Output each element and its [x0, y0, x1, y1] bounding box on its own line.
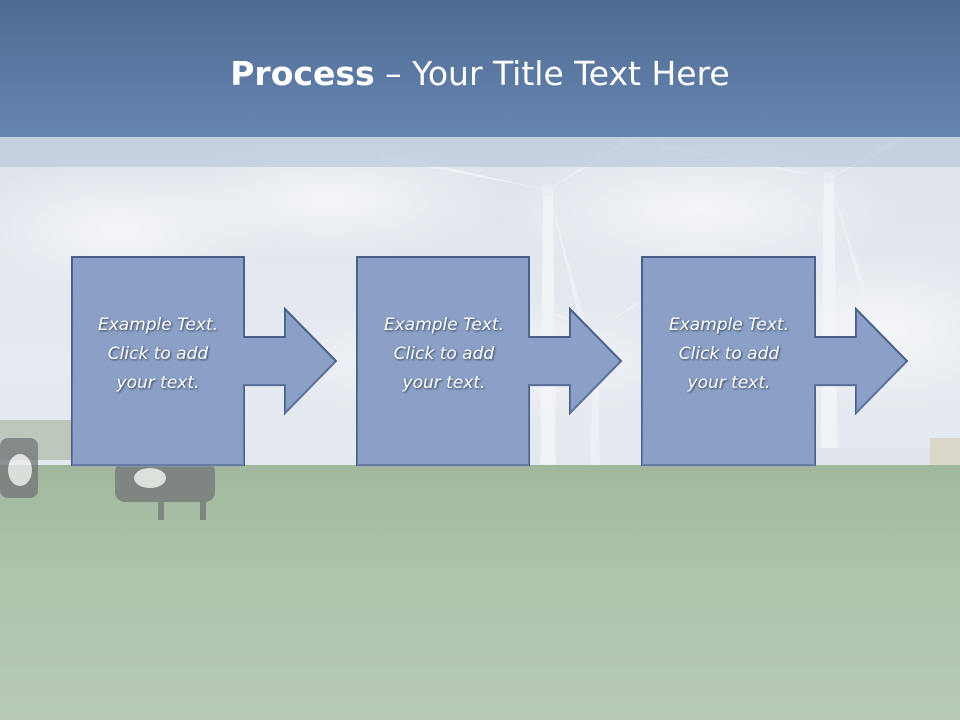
step-text-line: Click to add [678, 344, 780, 364]
title-bar [0, 0, 960, 137]
process-step-2-shape[interactable] [356, 256, 623, 467]
title-bold: Process [230, 54, 375, 93]
process-step-3-text[interactable]: Example Text. Click to add your text. [643, 311, 815, 398]
step-text-line: Click to add [107, 344, 209, 364]
step-text-line: your text. [402, 373, 486, 393]
cow-icon [0, 438, 215, 520]
process-step-2-text[interactable]: Example Text. Click to add your text. [358, 311, 530, 398]
step-text-line: Example Text. [383, 315, 505, 335]
step-text-line: your text. [116, 373, 200, 393]
process-step-1-shape[interactable] [71, 256, 338, 467]
slide-title[interactable]: Process – Your Title Text Here [0, 52, 960, 96]
step-text-line: your text. [687, 373, 771, 393]
step-text-line: Click to add [393, 344, 495, 364]
title-underband [0, 137, 960, 167]
step-text-line: Example Text. [668, 315, 790, 335]
title-rest: – Your Title Text Here [374, 54, 730, 93]
step-text-line: Example Text. [97, 315, 219, 335]
process-step-3-shape[interactable] [641, 256, 909, 467]
process-step-1-text[interactable]: Example Text. Click to add your text. [72, 311, 244, 398]
